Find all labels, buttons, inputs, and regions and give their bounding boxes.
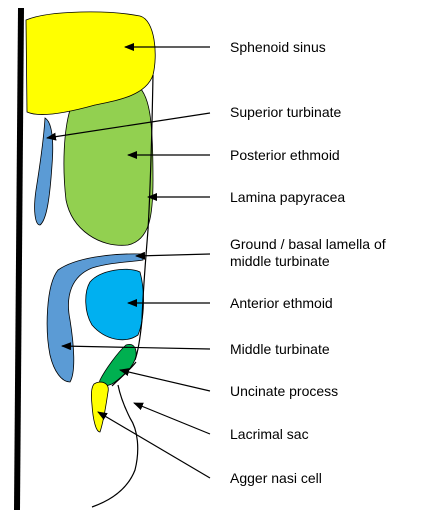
label-uncinate-process: Uncinate process: [230, 383, 338, 400]
arrow-ground-lamella: [136, 254, 210, 256]
arrow-uncinate-process: [120, 370, 210, 391]
nasal-septum: [17, 8, 21, 510]
label-sphenoid-sinus: Sphenoid sinus: [230, 39, 326, 56]
anterior-ethmoid-region: [86, 269, 144, 340]
label-ground-lamella-line2: middle turbinate: [230, 253, 330, 270]
label-agger-nasi-cell: Agger nasi cell: [230, 470, 322, 487]
label-lamina-papyracea: Lamina papyracea: [230, 189, 345, 206]
label-ground-lamella-line1: Ground / basal lamella of: [230, 236, 386, 253]
arrow-middle-turbinate: [62, 346, 210, 349]
arrow-lacrimal-sac: [134, 403, 210, 434]
arrow-agger-nasi-cell: [98, 412, 210, 478]
superior-turbinate-region: [35, 118, 53, 225]
agger-nasi-cell-region: [91, 382, 108, 432]
label-anterior-ethmoid: Anterior ethmoid: [230, 295, 333, 312]
label-superior-turbinate: Superior turbinate: [230, 104, 341, 121]
label-middle-turbinate: Middle turbinate: [230, 341, 330, 358]
label-lacrimal-sac: Lacrimal sac: [230, 426, 309, 443]
label-posterior-ethmoid: Posterior ethmoid: [230, 147, 340, 164]
